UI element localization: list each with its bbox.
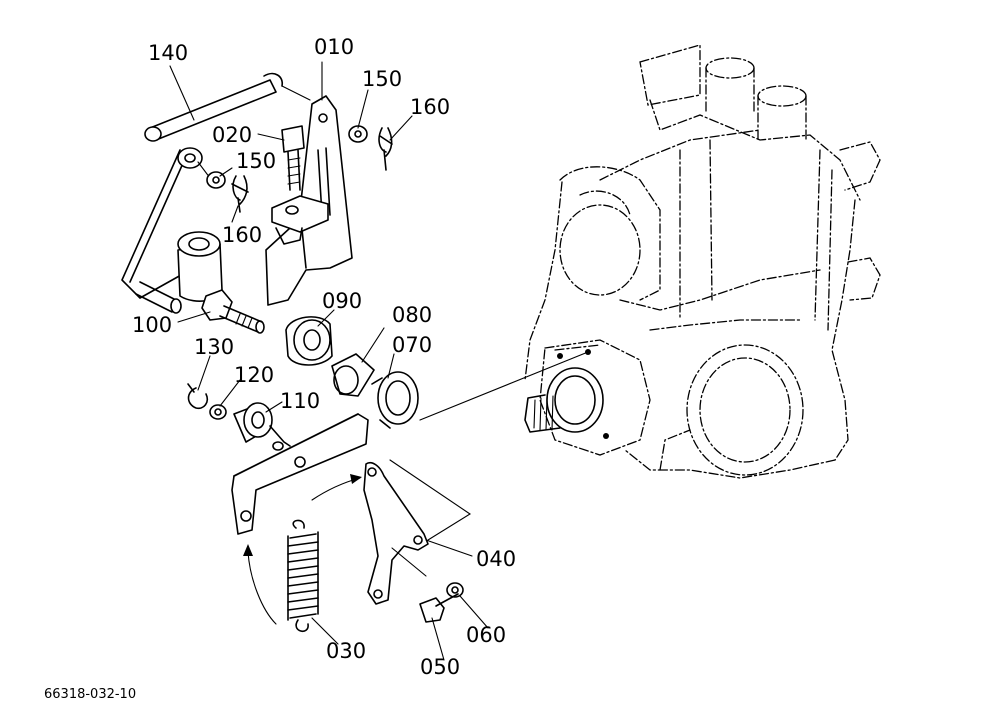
lock-washer-060 — [446, 582, 464, 598]
callout-labels: 140 010 150 160 020 150 160 090 100 080 … — [132, 35, 516, 679]
callout-060: 060 — [466, 623, 506, 647]
callout-020: 020 — [212, 123, 252, 147]
callout-150-upper: 150 — [362, 67, 402, 91]
callout-080: 080 — [392, 303, 432, 327]
callout-150-lower: 150 — [236, 149, 276, 173]
snap-ring-130 — [187, 383, 209, 410]
callout-160-upper: 160 — [410, 95, 450, 119]
callout-160-lower: 160 — [222, 223, 262, 247]
clip-160-upper — [378, 127, 393, 171]
rotation-arrow-left — [243, 544, 253, 556]
collar-part — [285, 316, 333, 366]
ring-part — [371, 371, 419, 429]
leader-lines — [169, 61, 489, 661]
callout-120: 120 — [234, 363, 274, 387]
stop-plate-part — [363, 459, 472, 605]
arm-pin — [135, 281, 182, 314]
callout-130: 130 — [194, 335, 234, 359]
drawing-code: 66318-032-10 — [44, 687, 136, 702]
assembly-line — [419, 351, 589, 421]
adjust-bolt-part — [271, 125, 329, 245]
link-rod-part — [144, 72, 311, 142]
callout-030: 030 — [326, 639, 366, 663]
rotation-arc-left — [247, 551, 277, 625]
callout-050: 050 — [420, 655, 460, 679]
callout-090: 090 — [322, 289, 362, 313]
callout-070: 070 — [392, 333, 432, 357]
callout-100: 100 — [132, 313, 172, 337]
washer-120 — [209, 404, 227, 420]
callout-140: 140 — [148, 41, 188, 65]
governor-lever — [231, 413, 369, 535]
engine-housing — [524, 44, 881, 479]
pivot-hub — [177, 231, 223, 302]
callout-110: 110 — [280, 389, 320, 413]
callout-010: 010 — [314, 35, 354, 59]
bushing-part — [331, 353, 375, 397]
callout-040: 040 — [476, 547, 516, 571]
clip-160-lower — [231, 175, 249, 213]
bearing-110 — [233, 402, 291, 447]
output-shaft — [524, 349, 609, 439]
rotation-arrow-right — [350, 474, 362, 484]
pivot-arm — [121, 147, 211, 299]
spring-part — [287, 519, 319, 632]
stud-bolt-part — [201, 289, 265, 334]
bolt-050 — [419, 593, 459, 623]
